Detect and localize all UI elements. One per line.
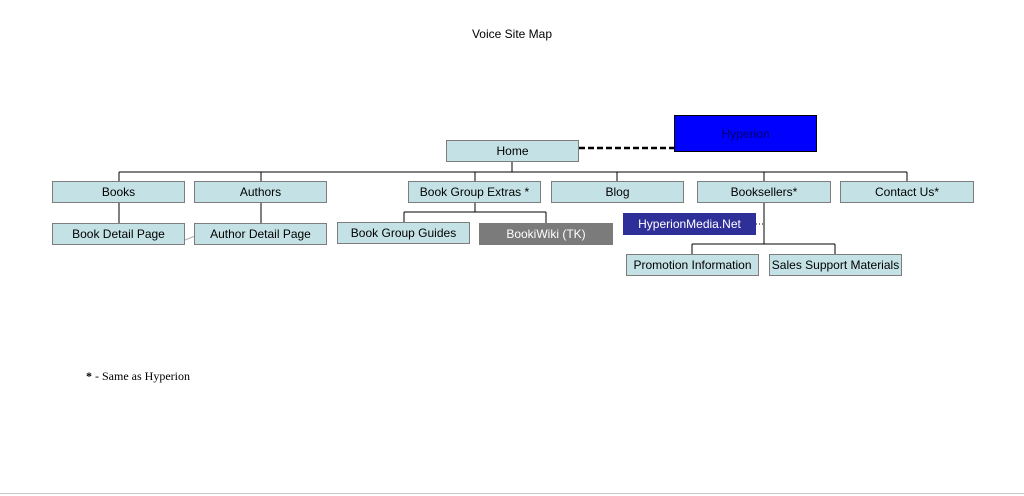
node-contact-us: Contact Us* bbox=[840, 181, 974, 203]
node-home: Home bbox=[446, 140, 579, 162]
node-bookiwiki: BookiWiki (TK) bbox=[479, 223, 613, 245]
node-blog: Blog bbox=[551, 181, 684, 203]
node-booksellers: Booksellers* bbox=[697, 181, 831, 203]
node-book-detail-page: Book Detail Page bbox=[52, 223, 185, 245]
node-hyperion: Hyperion bbox=[674, 115, 817, 152]
node-promotion-information: Promotion Information bbox=[626, 254, 759, 276]
node-hyperion-media-net: HyperionMedia.Net bbox=[623, 213, 756, 235]
node-book-group-extras: Book Group Extras * bbox=[408, 181, 541, 203]
connector-detail-faint bbox=[184, 235, 196, 241]
node-author-detail-page: Author Detail Page bbox=[194, 223, 327, 245]
node-book-group-guides: Book Group Guides bbox=[337, 222, 470, 244]
node-authors: Authors bbox=[194, 181, 327, 203]
footnote: * - Same as Hyperion bbox=[86, 369, 190, 384]
footnote-text: - Same as Hyperion bbox=[92, 369, 190, 383]
diagram-title: Voice Site Map bbox=[471, 27, 553, 41]
node-sales-support-materials: Sales Support Materials bbox=[769, 254, 902, 276]
footnote-star: * bbox=[86, 369, 92, 383]
page-bottom-divider bbox=[0, 493, 1024, 494]
node-books: Books bbox=[52, 181, 185, 203]
